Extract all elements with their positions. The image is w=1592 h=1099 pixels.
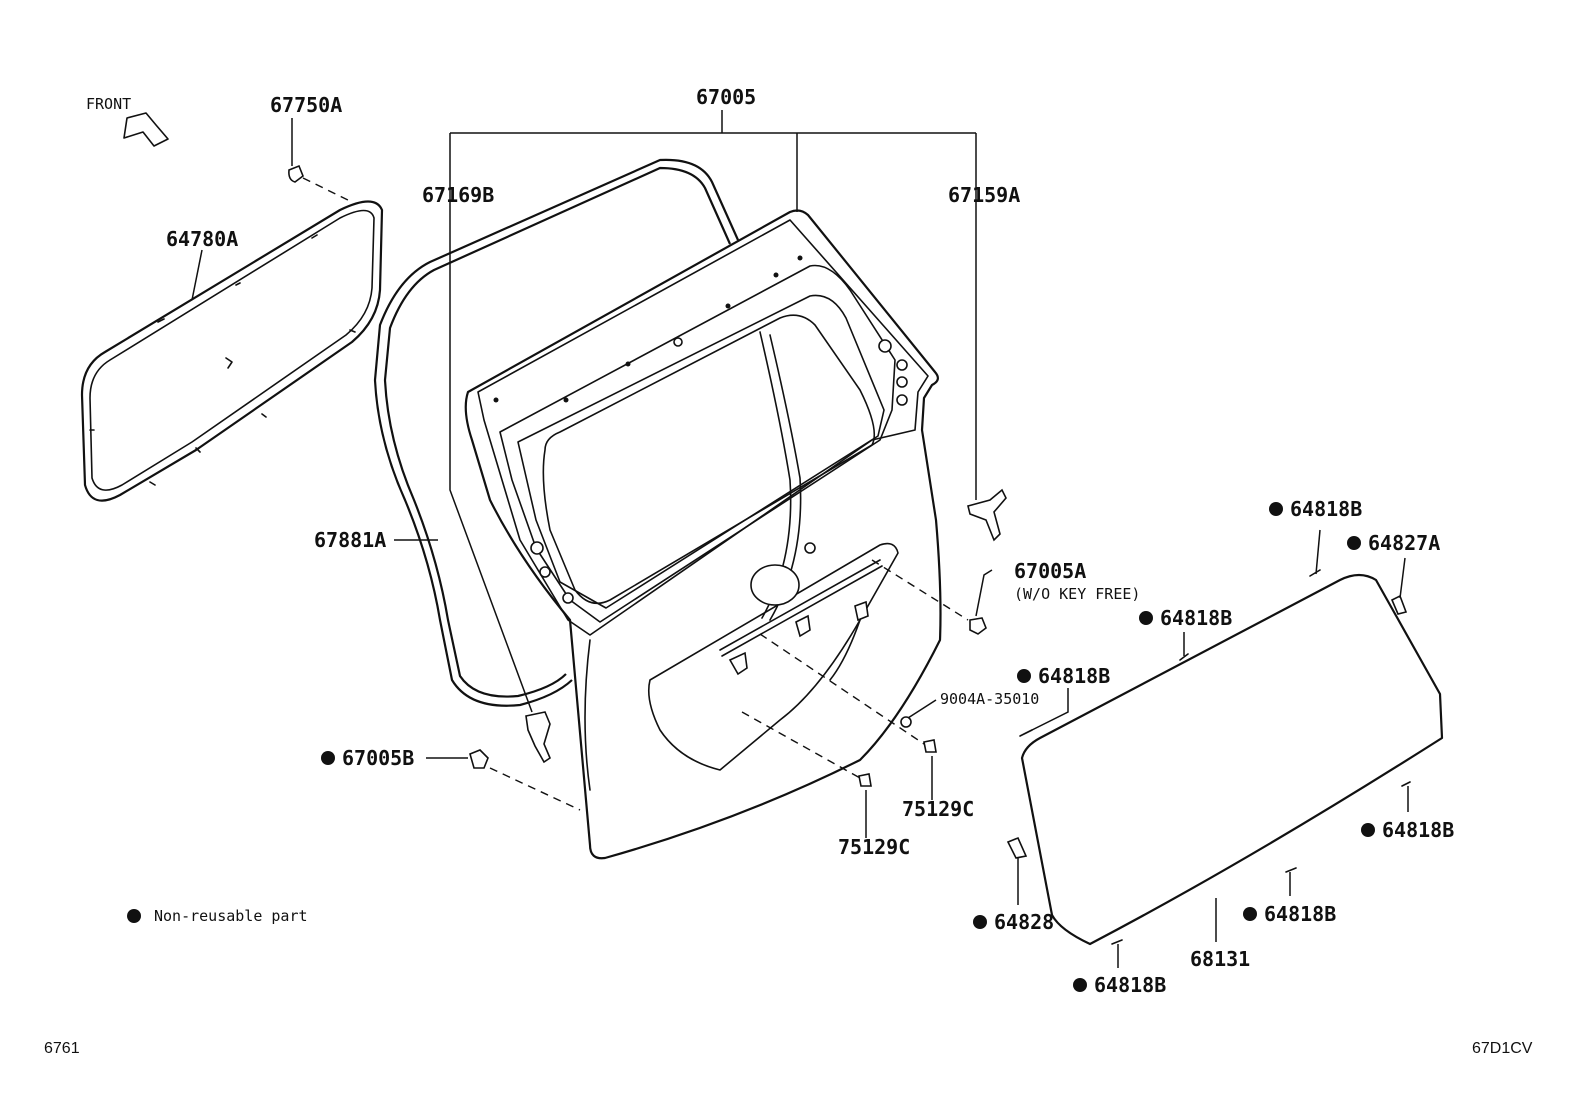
label-64818B-2: 64818B xyxy=(1160,606,1232,630)
label-75129C-1: 75129C xyxy=(902,797,974,821)
legend-text: Non-reusable part xyxy=(154,907,308,925)
spacer-64827A xyxy=(1390,594,1408,615)
label-67005B: 67005B xyxy=(342,746,414,770)
back-door-67005 xyxy=(464,209,942,860)
label-67169B: 67169B xyxy=(422,183,494,207)
hinge-67169B xyxy=(525,711,551,764)
footer-left-code: 6761 xyxy=(44,1040,80,1057)
label-75129C-2: 75129C xyxy=(838,835,910,859)
trim-panel-64780A xyxy=(80,200,384,502)
non-reusable-dot-icon xyxy=(1269,502,1283,516)
clip-67750A xyxy=(288,164,304,183)
clip-75129C-a xyxy=(923,739,937,753)
spacer-64828 xyxy=(1006,836,1028,859)
non-reusable-dot-icon xyxy=(1017,669,1031,683)
label-67005A: 67005A xyxy=(1014,559,1086,583)
non-reusable-dot-icon xyxy=(1139,611,1153,625)
non-reusable-dot-icon xyxy=(1073,978,1087,992)
label-64818B-3: 64818B xyxy=(1038,664,1110,688)
label-9004A-35010: 9004A-35010 xyxy=(940,690,1039,708)
label-67881A: 67881A xyxy=(314,528,386,552)
non-reusable-dot-icon xyxy=(1347,536,1361,550)
screw-9004A-35010 xyxy=(900,716,912,728)
label-64780A: 64780A xyxy=(166,227,238,251)
weatherstrip-67881A xyxy=(373,158,740,707)
nut-67005A xyxy=(969,617,987,635)
label-67750A: 67750A xyxy=(270,93,342,117)
label-64818B-5: 64818B xyxy=(1264,902,1336,926)
label-67005: 67005 xyxy=(696,85,756,109)
label-64818B-6: 64818B xyxy=(1094,973,1166,997)
non-reusable-dot-icon xyxy=(321,751,335,765)
label-64818B-4: 64818B xyxy=(1382,818,1454,842)
window-glass-68131 xyxy=(1020,573,1444,946)
label-64827A: 64827A xyxy=(1368,531,1440,555)
bumper-67005B xyxy=(469,749,489,769)
label-67159A: 67159A xyxy=(948,183,1020,207)
label-68131: 68131 xyxy=(1190,947,1250,971)
front-arrow-icon xyxy=(123,112,169,147)
non-reusable-dot-icon xyxy=(1243,907,1257,921)
legend-dot-icon xyxy=(127,909,141,923)
non-reusable-dot-icon xyxy=(973,915,987,929)
leader-lines xyxy=(191,110,1409,968)
front-label: FRONT xyxy=(86,95,131,113)
clip-75129C-b xyxy=(858,773,872,787)
footer-right-code: 67D1CV xyxy=(1472,1040,1533,1057)
label-64828: 64828 xyxy=(994,910,1054,934)
label-64818B-1: 64818B xyxy=(1290,497,1362,521)
hinge-67159A xyxy=(967,488,1007,542)
non-reusable-dot-icon xyxy=(1361,823,1375,837)
label-67005A-note: (W/O KEY FREE) xyxy=(1014,585,1140,603)
